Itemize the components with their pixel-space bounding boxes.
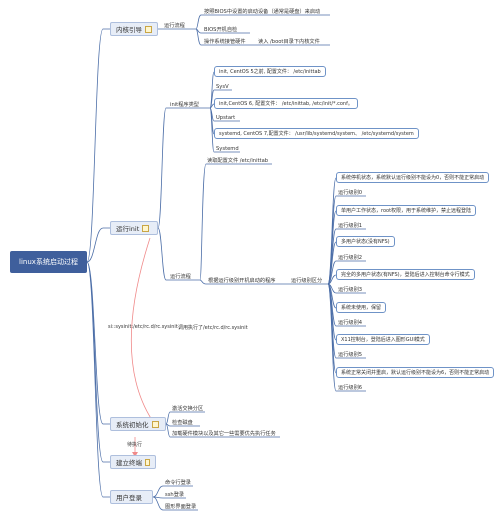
sys-init-item-3[interactable]: 加载硬件模块以及其它一些需要优先执行任务 [172, 431, 276, 437]
level-0-name[interactable]: 运行级别0 [338, 190, 363, 196]
login-item-ssh[interactable]: ssh登录 [165, 492, 185, 498]
systemd-label[interactable]: Systemd [216, 146, 239, 152]
sysv-label[interactable]: SysV [216, 84, 229, 90]
level-1-desc[interactable]: 单用户工作状态，root权限，用于系统维护，禁止远程登陆 [336, 205, 477, 216]
level-3-name[interactable]: 运行级别3 [338, 287, 363, 293]
branch-terminal[interactable]: 建立终端 [110, 455, 156, 469]
kernel-step-4[interactable]: 读入 /boot目录下内核文件 [258, 39, 320, 45]
branch-run-init-label: 运行init [116, 225, 140, 233]
branch-user-login-label: 用户登录 [116, 494, 142, 502]
branch-sys-init[interactable]: 系统初始化 [110, 417, 166, 431]
branch-run-init[interactable]: 运行init [110, 221, 158, 235]
level-0-desc[interactable]: 系统停机状态，系统默认运行级别不能设为0，否则不能正常启动 [336, 172, 490, 183]
level-2-desc[interactable]: 多用户状态(没有NFS) [336, 236, 395, 247]
sysv-desc[interactable]: init, CentOS 5之前, 配置文件： /etc/inittab [214, 66, 326, 77]
sys-init-item-1[interactable]: 激活交换分区 [172, 406, 204, 412]
sysinit-relation-left[interactable]: si::sysinit:/etc/rc.d/rc.sysinit [108, 324, 178, 330]
level-1-name[interactable]: 运行级别1 [338, 223, 363, 229]
sys-init-item-2[interactable]: 检查磁盘 [172, 420, 193, 426]
systemd-desc[interactable]: systemd, CentOS 7,配置文件： /usr/lib/systemd… [214, 128, 419, 139]
note-icon [151, 420, 159, 428]
branch-user-login[interactable]: 用户登录 [110, 490, 153, 504]
level-5-name[interactable]: 运行级别5 [338, 352, 363, 358]
level-5-desc[interactable]: X11控制台，登陆后进入图形GUI模式 [336, 334, 430, 345]
sysinit-relation-right[interactable]: 调用执行了/etc/rc.d/rc.sysinit [178, 325, 248, 331]
note-icon [142, 224, 150, 232]
branch-sys-init-label: 系统初始化 [116, 421, 149, 429]
upstart-desc[interactable]: init,CentOS 6, 配置文件： /etc/inittab, /etc/… [214, 98, 358, 109]
note-icon [145, 25, 152, 33]
level-3-desc[interactable]: 完全的多用户状态(有NFS)，登陆后进入控制台命令行模式 [336, 269, 475, 280]
level-6-name[interactable]: 运行级别6 [338, 385, 363, 391]
kernel-step-2[interactable]: BIOS开机自检 [204, 27, 238, 33]
branch-terminal-label: 建立终端 [116, 459, 142, 467]
terminal-relation-label[interactable]: 待执行 [127, 442, 143, 448]
upstart-label[interactable]: Upstart [216, 115, 236, 121]
level-6-desc[interactable]: 系统正常关闭并重启，默认运行级别不能设为6，否则不能正常启动 [336, 367, 495, 378]
login-item-gui[interactable]: 图形界面登录 [165, 504, 197, 510]
kernel-step-1[interactable]: 按照BIOS中设置的启动设备（通常是硬盘）来启动 [204, 9, 321, 15]
level-4-desc[interactable]: 系统未使用，保留 [336, 302, 387, 313]
root-topic[interactable]: linux系统启动过程 [10, 251, 87, 273]
run-level-area[interactable]: 运行级别区分 [291, 278, 323, 284]
by-run-level[interactable]: 根据运行级别开机启动的程序 [208, 278, 276, 284]
level-2-name[interactable]: 运行级别2 [338, 255, 363, 261]
note-icon [145, 458, 150, 466]
login-item-cli[interactable]: 命令行登录 [165, 480, 191, 486]
init-run-flow[interactable]: 运行流程 [170, 274, 191, 280]
read-config[interactable]: 读取配置文件 /etc/inittab [207, 158, 269, 164]
init-types-label[interactable]: init程序类型 [170, 102, 199, 108]
kernel-step-3[interactable]: 操作系统接管硬件 [204, 39, 246, 45]
branch-kernel-boot[interactable]: 内核引导 [110, 22, 158, 36]
kernel-run-flow[interactable]: 运行流程 [164, 23, 185, 29]
branch-kernel-boot-label: 内核引导 [116, 26, 142, 34]
level-4-name[interactable]: 运行级别4 [338, 320, 363, 326]
